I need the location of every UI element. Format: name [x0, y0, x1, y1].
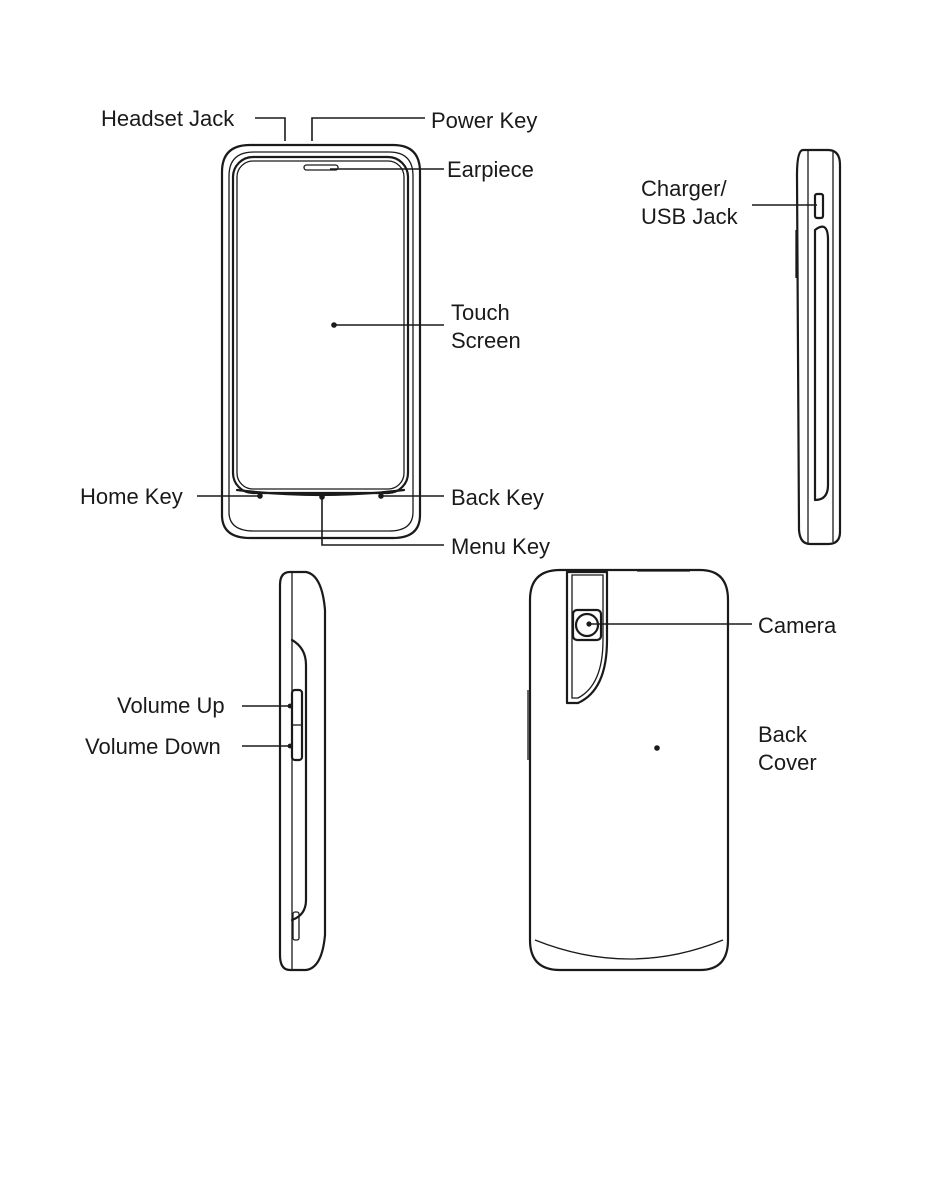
label-back-cover-line1: Back	[758, 722, 808, 747]
label-headset-jack: Headset Jack	[101, 106, 235, 131]
label-menu-key: Menu Key	[451, 534, 550, 559]
label-charger-line2: USB Jack	[641, 204, 739, 229]
label-earpiece: Earpiece	[447, 157, 534, 182]
label-volume-down: Volume Down	[85, 734, 221, 759]
back-bottom-curve	[535, 940, 723, 959]
back-key-dot	[378, 493, 384, 499]
label-volume-up: Volume Up	[117, 693, 225, 718]
phone-back-view	[528, 570, 728, 970]
headset-jack-leader	[255, 118, 285, 141]
phone-right-side-view	[796, 150, 840, 544]
label-back-key: Back Key	[451, 485, 544, 510]
label-back-cover-line2: Cover	[758, 750, 817, 775]
volume-down-dot	[288, 744, 293, 749]
left-side-body-outline	[280, 572, 325, 970]
touch-screen-dot	[331, 322, 337, 328]
back-body-outline	[530, 570, 728, 970]
front-body-outline	[222, 145, 420, 538]
label-camera: Camera	[758, 613, 837, 638]
label-home-key: Home Key	[80, 484, 183, 509]
label-touch-screen-line1: Touch	[451, 300, 510, 325]
phone-front-view	[222, 145, 420, 538]
power-key-leader	[312, 118, 425, 141]
right-side-back-panel	[815, 227, 828, 500]
label-power-key: Power Key	[431, 108, 537, 133]
camera-dot	[586, 621, 591, 626]
phone-left-side-view	[280, 572, 325, 970]
back-cover-dot	[654, 745, 660, 751]
front-bezel-inner	[229, 152, 413, 531]
volume-up-dot	[288, 704, 293, 709]
left-side-back-panel	[292, 640, 306, 920]
charger-usb-port	[815, 194, 823, 218]
menu-key-dot	[319, 494, 325, 500]
home-key-dot	[257, 493, 263, 499]
label-touch-screen-line2: Screen	[451, 328, 521, 353]
label-charger-line1: Charger/	[641, 176, 727, 201]
